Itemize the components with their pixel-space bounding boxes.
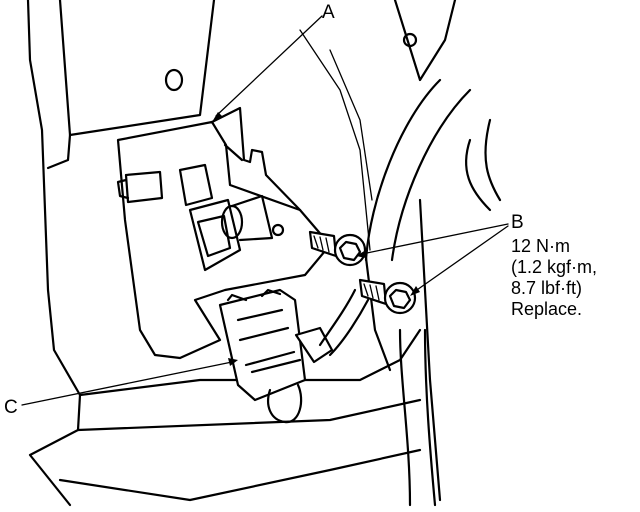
leader-lines bbox=[21, 15, 509, 406]
torque-kgf: (1.2 kgf·m, bbox=[511, 257, 598, 277]
bolt-lower bbox=[358, 278, 417, 315]
callout-b: B bbox=[511, 212, 524, 233]
torque-lbf: 8.7 lbf·ft) bbox=[511, 278, 583, 298]
bracket-a bbox=[116, 106, 332, 360]
arrow-a bbox=[212, 112, 222, 122]
panel-hole bbox=[164, 68, 184, 92]
torque-spec: 12 N·m (1.2 kgf·m, 8.7 lbf·ft) Replace. bbox=[511, 236, 597, 320]
body-panel bbox=[26, 0, 422, 507]
bracket-hole bbox=[271, 223, 285, 237]
leader-c bbox=[21, 361, 233, 406]
bolt-upper bbox=[308, 230, 367, 267]
arrow-b-upper bbox=[356, 250, 366, 258]
callout-a: A bbox=[322, 2, 335, 23]
leader-a bbox=[215, 15, 323, 117]
torque-nm: 12 N·m bbox=[511, 236, 571, 256]
leader-b-lower bbox=[413, 225, 509, 293]
rail-hole bbox=[402, 32, 418, 48]
wire-harness bbox=[364, 78, 502, 507]
replace-note: Replace. bbox=[511, 299, 583, 319]
connector-c bbox=[218, 288, 370, 424]
leader-b-upper bbox=[361, 223, 509, 255]
arrow-b-lower bbox=[410, 286, 420, 296]
callout-c: C bbox=[4, 397, 18, 418]
frame-rails bbox=[299, 0, 457, 502]
arrow-c bbox=[228, 358, 238, 366]
